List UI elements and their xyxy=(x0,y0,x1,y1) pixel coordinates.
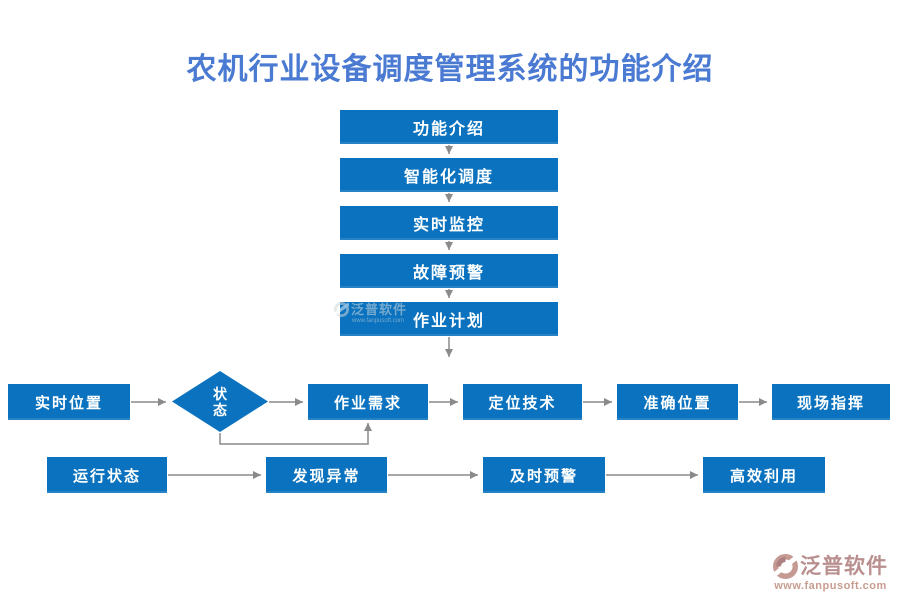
node-accurate-location: 准确位置 xyxy=(617,384,738,420)
node-label: 高效利用 xyxy=(729,467,798,485)
node-label: 作业计划 xyxy=(412,313,485,330)
node-label: 功能介绍 xyxy=(412,121,485,138)
node-realtime-location: 实时位置 xyxy=(8,384,130,420)
node-work-demand: 作业需求 xyxy=(308,384,428,420)
node-label: 智能化调度 xyxy=(403,169,494,186)
node-anomaly-detected: 发现异常 xyxy=(266,457,387,493)
node-label: 运行状态 xyxy=(72,467,141,485)
node-efficient-use: 高效利用 xyxy=(703,457,825,493)
node-label: 故障预警 xyxy=(412,265,485,282)
node-work-plan: 作业计划 xyxy=(340,302,558,336)
node-realtime-monitor: 实时监控 xyxy=(340,206,558,240)
node-onsite-command: 现场指挥 xyxy=(772,384,890,420)
watermark-brand-icon xyxy=(334,302,349,317)
node-smart-dispatch: 智能化调度 xyxy=(340,158,558,192)
decision-label: 状态 xyxy=(213,385,227,418)
watermark-brand-name: 泛普软件 xyxy=(351,302,408,317)
brand-logo-icon xyxy=(773,554,798,579)
node-positioning-tech: 定位技术 xyxy=(463,384,582,420)
connector-status-loop-to-demand xyxy=(219,423,372,445)
watermark-brand-url: www.fanpusoft.com xyxy=(352,318,405,324)
node-function-intro: 功能介绍 xyxy=(340,110,558,144)
brand-url: www.fanpusoft.com xyxy=(774,580,887,592)
decision-node-status: 状态 xyxy=(172,371,268,432)
node-label: 实时位置 xyxy=(34,394,103,412)
node-label: 准确位置 xyxy=(643,394,712,412)
node-label: 及时预警 xyxy=(509,467,578,485)
node-label: 作业需求 xyxy=(333,394,402,412)
node-fault-warning: 故障预警 xyxy=(340,254,558,288)
brand-logo: 泛普软件 www.fanpusoft.com xyxy=(773,554,888,592)
node-label: 实时监控 xyxy=(412,217,485,234)
node-label: 定位技术 xyxy=(488,394,557,412)
brand-name: 泛普软件 xyxy=(800,555,888,578)
page-title: 农机行业设备调度管理系统的功能介绍 xyxy=(186,53,714,86)
node-label: 发现异常 xyxy=(292,467,361,485)
node-label: 现场指挥 xyxy=(796,394,865,412)
watermark: 泛普软件 www.fanpusoft.com xyxy=(334,302,407,324)
node-operating-status: 运行状态 xyxy=(47,457,167,493)
node-timely-warning: 及时预警 xyxy=(483,457,605,493)
